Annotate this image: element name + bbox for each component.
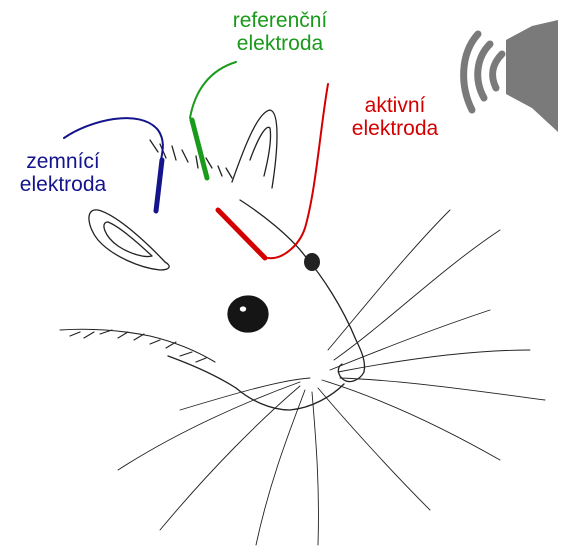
mouth-line	[236, 384, 344, 410]
forehead-line	[240, 200, 305, 256]
active-electrode	[218, 210, 265, 258]
whiskers	[118, 210, 545, 545]
chin-line	[168, 356, 236, 388]
active-label-line1: aktivní	[330, 94, 460, 117]
ground-label-line2: elektroda	[0, 173, 126, 196]
sound-wave-1	[493, 54, 502, 88]
ground-label-line1: zemnící	[0, 150, 126, 173]
right-ear-inner	[250, 127, 271, 176]
reference-electrode-wire	[190, 62, 236, 118]
ground-electrode-label: zemnící elektroda	[0, 150, 126, 196]
active-electrode-wire	[268, 84, 328, 258]
speaker-sound-icon[interactable]	[458, 14, 570, 138]
rat-head-drawing	[60, 110, 545, 545]
eye	[228, 296, 268, 332]
reference-electrode	[192, 120, 207, 178]
active-electrode-label: aktivní elektroda	[330, 94, 460, 140]
eye-highlight	[240, 306, 246, 311]
active-label-line2: elektroda	[330, 117, 460, 140]
reference-electrode-label: referenční elektroda	[210, 9, 350, 55]
reference-label-line2: elektroda	[210, 32, 350, 55]
left-ear	[89, 210, 169, 270]
nose	[304, 253, 320, 271]
reference-label-line1: referenční	[210, 9, 350, 32]
cheek-fur	[60, 329, 215, 362]
snout-top	[305, 256, 365, 372]
sound-wave-2	[478, 44, 490, 98]
ground-electrode	[156, 160, 162, 211]
speaker-cone	[506, 20, 558, 132]
